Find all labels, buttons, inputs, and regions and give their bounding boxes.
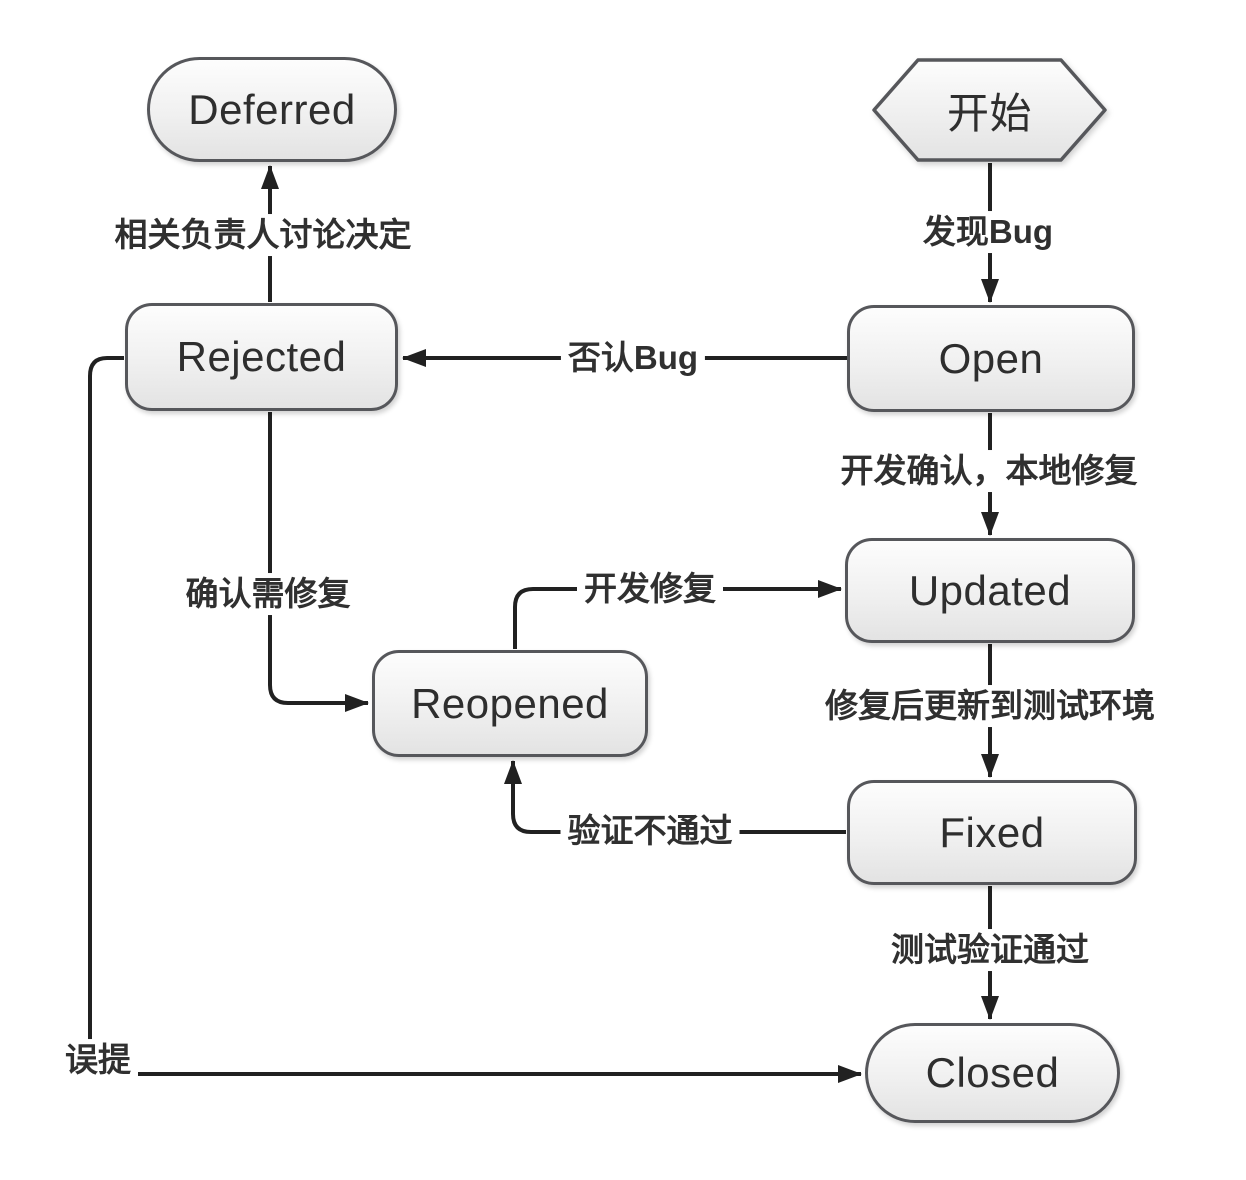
node-label-start: 开始 [946,89,1032,137]
edge-label-rejected-to-reopened: 确认需修复 [178,573,358,615]
node-updated: Updated [845,538,1135,643]
node-label-closed: Closed [925,1049,1060,1096]
edge-label-open-to-updated: 开发确认，本地修复 [833,450,1145,492]
node-start: 开始 [872,58,1107,162]
edge-label-open-to-rejected: 否认Bug [560,337,706,379]
edge-label-updated-to-fixed: 修复后更新到测试环境 [818,685,1162,727]
node-label-fixed: Fixed [939,808,1045,856]
node-label-updated: Updated [908,566,1072,614]
edge-label-rejected-to-deferred: 相关负责人讨论决定 [107,214,419,256]
hexagon-shape [872,58,1107,162]
node-label-open: Open [938,334,1044,382]
node-rejected: Rejected [125,303,398,411]
node-closed: Closed [865,1023,1120,1123]
edge-label-fixed-to-closed: 测试验证通过 [884,929,1096,971]
node-label-deferred: Deferred [188,85,356,133]
node-fixed: Fixed [847,780,1137,885]
node-label-reopened: Reopened [411,679,609,727]
edge-fixed-to-reopened [504,760,846,834]
node-open: Open [847,305,1135,412]
node-label-rejected: Rejected [176,333,347,380]
edge-label-reopened-to-updated: 开发修复 [577,568,723,610]
edge-label-fixed-to-reopened: 验证不通过 [560,810,740,852]
edge-reopened-to-updated [513,580,842,649]
node-deferred: Deferred [147,57,397,162]
edge-label-rejected-to-closed: 误提 [58,1039,138,1081]
edge-rejected-to-reopened [268,412,369,712]
edge-label-start-to-open: 发现Bug [915,211,1061,253]
node-reopened: Reopened [372,650,648,757]
